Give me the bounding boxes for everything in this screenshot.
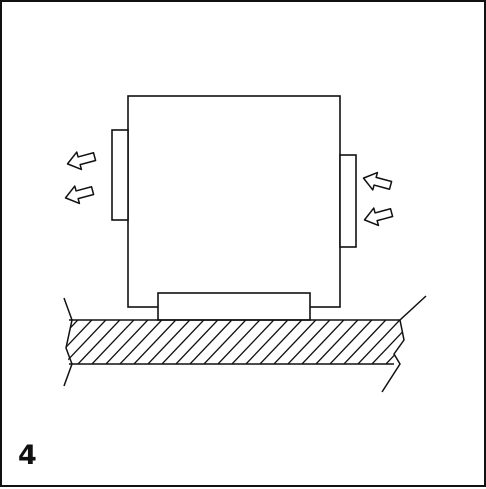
hatch-line [217,320,261,364]
hatch-line [161,320,205,364]
hatch-line [287,320,331,364]
hatch-line [203,320,247,364]
left-break-line [63,297,73,387]
hollow-arrow-in-left-icon [362,171,394,227]
hatch-line [442,320,484,364]
counter-cross-section [22,295,486,393]
hatch-line [399,320,404,364]
figure-number: 4 [18,440,37,471]
hatch-line [414,320,456,364]
hatch-line [66,320,107,364]
hatching [22,320,486,364]
hatch-line [22,320,64,364]
hatch-line [385,320,404,364]
hatch-line [456,320,486,364]
hatch-line [189,320,233,364]
hatch-line [91,320,135,364]
hatch-line [301,320,345,364]
hatch-line [428,320,470,364]
hatch-line [273,320,317,364]
hatch-line [371,320,404,364]
hatch-line [77,320,121,364]
hatch-line [315,320,359,364]
hatch-line [259,320,303,364]
right-side-panel [339,154,357,248]
hollow-arrow-out-left-icon [64,151,97,205]
hatch-line [147,320,191,364]
hatch-line [343,320,387,364]
base-plate [157,292,311,321]
hatch-line [175,320,219,364]
device-box [127,95,341,308]
hatch-line [357,320,401,364]
hatch-line [66,320,93,364]
hatch-line [133,320,177,364]
left-side-panel [111,129,129,221]
hatch-line [119,320,163,364]
right-break-line [381,295,427,393]
hatch-line [105,320,149,364]
hatch-line [245,320,289,364]
hatch-line [329,320,373,364]
hatch-line [231,320,275,364]
